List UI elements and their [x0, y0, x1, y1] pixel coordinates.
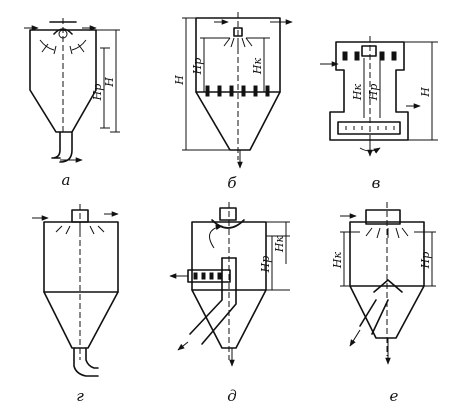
caption-e: е	[390, 387, 399, 405]
dimension-label-h-a: Н	[103, 77, 116, 88]
outlet-pipe-g	[73, 347, 99, 377]
conveyor-rotation-arrow-v	[359, 147, 381, 154]
dimension-label-hk-v: Нк	[351, 83, 364, 101]
panel-b: Н Нр Нк б	[173, 12, 293, 192]
caption-b: б	[227, 174, 237, 192]
gas-distributor-d	[211, 207, 245, 229]
dimension-lines-e	[340, 231, 436, 287]
dimension-label-hk-e: Нк	[331, 251, 344, 269]
dryer-body-g	[43, 221, 119, 349]
outlet-pipe-a	[51, 131, 73, 163]
gas-distributor-e	[365, 209, 409, 239]
caption-v: в	[372, 174, 381, 192]
inner-cone-e	[373, 279, 403, 293]
dimension-lines-d	[266, 221, 290, 291]
slotted-ring-d	[187, 269, 231, 283]
dimension-label-h-b: Н	[173, 75, 186, 86]
swirl-arrow-d	[209, 224, 223, 249]
dimension-label-hr-v: Нр	[367, 84, 380, 102]
dimension-label-hr-e: Нр	[419, 252, 432, 270]
panel-a: Нр Н а	[24, 18, 120, 189]
inclined-outlet-e	[359, 299, 389, 335]
dimension-label-hk-d: Нк	[273, 235, 286, 253]
product-outlet-arrow-d	[177, 341, 189, 351]
dimension-label-hk-b: Нк	[251, 57, 264, 75]
dimension-label-hr-b: Нр	[191, 58, 204, 76]
dimension-lines-b	[182, 17, 270, 151]
caption-a: а	[62, 171, 71, 189]
panel-d: Нр Нк д	[169, 202, 290, 405]
bottom-conveyor-v	[337, 121, 401, 135]
product-outlet-arrow-e	[349, 329, 361, 347]
panel-g: г	[32, 204, 119, 405]
panel-v: Нк Нр Н в	[320, 36, 438, 192]
caption-g: г	[76, 387, 84, 405]
caption-d: д	[227, 387, 237, 405]
nozzle-row-v	[342, 45, 397, 61]
dimension-lines-v	[363, 41, 438, 141]
dimension-label-hr-a: Нр	[91, 84, 104, 102]
dimension-label-hr-d: Нр	[259, 256, 272, 274]
dimension-lines-a	[96, 29, 120, 133]
dimension-label-h-v: Н	[419, 87, 432, 98]
panel-e: Нк Нр е	[331, 202, 436, 405]
annular-slots-b	[205, 85, 270, 97]
